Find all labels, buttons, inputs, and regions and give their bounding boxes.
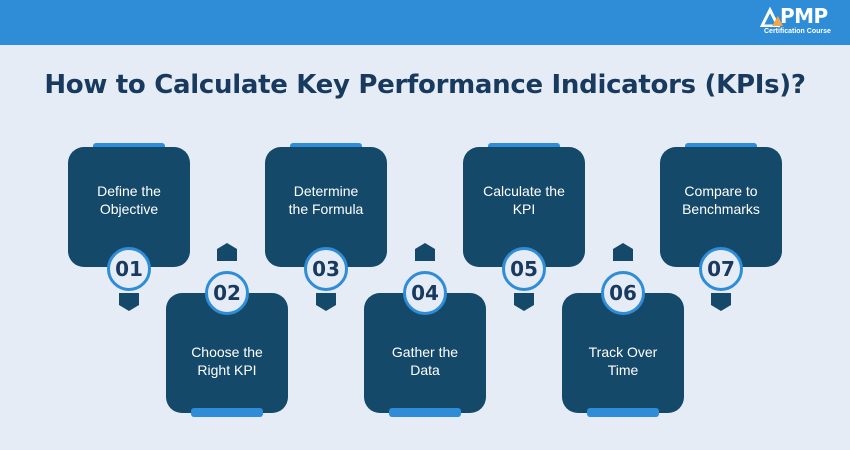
header-bar: PMP Certification Course [0, 0, 850, 45]
pmp-logo: PMP Certification Course [760, 4, 840, 40]
step-number-badge: 07 [699, 247, 743, 291]
step-number-badge: 03 [304, 247, 348, 291]
up-pointer-icon [613, 243, 633, 261]
step-number-badge: 04 [403, 271, 447, 315]
step-number-badge: 06 [601, 271, 645, 315]
up-pointer-icon [415, 243, 435, 261]
step-bottom-tab [587, 408, 659, 417]
logo-text: PMP [780, 4, 828, 28]
logo-subtitle: Certification Course [764, 28, 831, 35]
step-bottom-tab [191, 408, 263, 417]
page-title: How to Calculate Key Performance Indicat… [44, 70, 806, 100]
step-number-badge: 02 [205, 271, 249, 315]
logo-triangle-icon [760, 7, 783, 27]
step-number-badge: 01 [107, 247, 151, 291]
down-pointer-icon [119, 293, 139, 311]
step-number-badge: 05 [502, 247, 546, 291]
step-bottom-tab [389, 408, 461, 417]
down-pointer-icon [514, 293, 534, 311]
down-pointer-icon [711, 293, 731, 311]
down-pointer-icon [316, 293, 336, 311]
up-pointer-icon [217, 243, 237, 261]
